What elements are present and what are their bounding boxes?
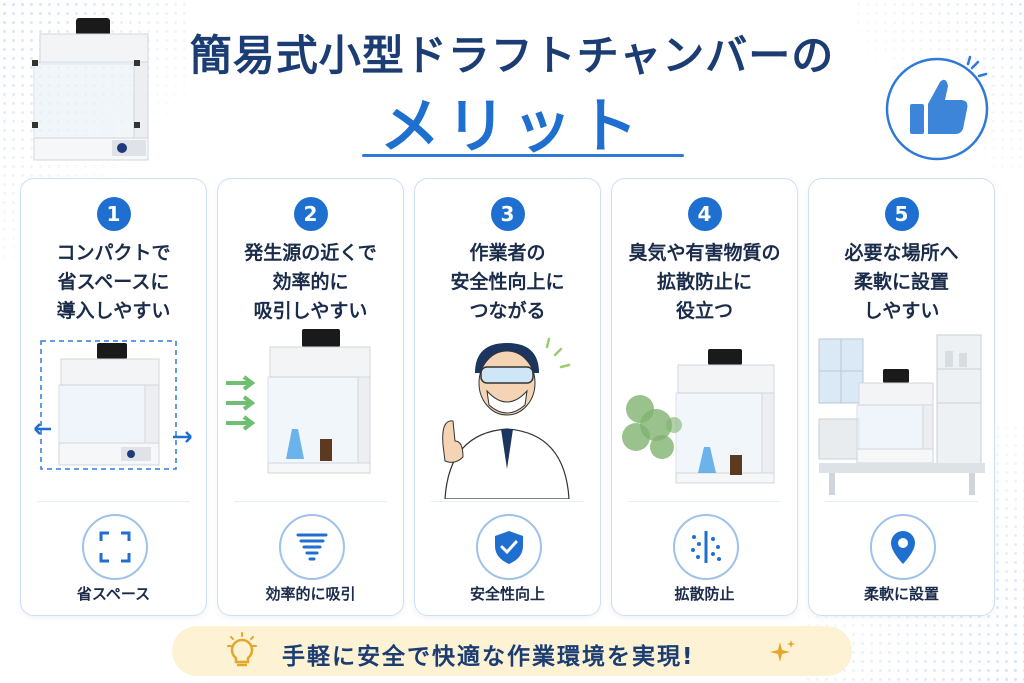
card-number: 2 xyxy=(293,197,328,231)
sparkle-icon xyxy=(770,640,795,662)
merit-card-1: 1 コンパクトで 省スペースに 導入しやすい 省スペース xyxy=(20,178,207,616)
card-title: コンパクトで 省スペースに 導入しやすい xyxy=(56,242,171,322)
lightbulb-icon xyxy=(227,632,257,667)
suction-hood-illustration xyxy=(226,329,371,474)
card-number: 3 xyxy=(490,197,525,231)
merit-card-5: 5 必要な場所へ 柔軟に設置 しやすい 柔軟に設置 xyxy=(808,178,995,616)
card-divider xyxy=(234,501,387,502)
card-label: 省スペース xyxy=(76,585,151,603)
merit-card-3: 3 作業者の 安全性向上に つながる 安全性向上 xyxy=(414,178,601,616)
page-title-line2: メリット xyxy=(380,92,644,162)
card-divider xyxy=(628,501,781,502)
compact-frame-icon xyxy=(81,514,148,580)
fume-containment-illustration xyxy=(622,349,775,484)
merit-card-4: 4 臭気や有害物質の 拡散防止に 役立つ 拡散防止 xyxy=(611,178,798,616)
card-label: 効率的に吸引 xyxy=(265,585,356,603)
lab-placement-illustration xyxy=(818,334,985,495)
merit-card-2: 2 発生源の近くで 効率的に 吸引しやすい 効率的に吸引 xyxy=(217,178,404,616)
card-label: 拡散防止 xyxy=(674,585,735,603)
hero-fume-hood-image xyxy=(32,18,149,161)
card-number: 4 xyxy=(687,197,722,231)
card-title: 必要な場所へ 柔軟に設置 しやすい xyxy=(844,242,959,322)
title-underline xyxy=(362,154,684,157)
shield-check-icon xyxy=(475,514,542,580)
worker-illustration xyxy=(442,337,571,499)
card-title: 作業者の 安全性向上に つながる xyxy=(450,242,565,322)
tornado-icon xyxy=(278,514,345,580)
banner-text: 手軽に安全で快適な作業環境を実現! xyxy=(282,644,695,670)
conclusion-banner: 手軽に安全で快適な作業環境を実現! xyxy=(172,626,852,676)
card-title: 発生源の近くで 効率的に 吸引しやすい xyxy=(244,242,377,322)
card-number: 1 xyxy=(96,197,131,231)
card-divider xyxy=(37,501,190,502)
card-number: 5 xyxy=(884,197,919,231)
diffusion-barrier-icon xyxy=(672,514,739,580)
map-pin-icon xyxy=(869,514,936,580)
card-divider xyxy=(431,501,584,502)
compact-hood-illustration xyxy=(34,340,192,470)
thumbs-up-icon xyxy=(885,55,989,161)
card-divider xyxy=(825,501,978,502)
page-title-line1: 簡易式小型ドラフトチャンバーの xyxy=(189,31,835,80)
card-label: 安全性向上 xyxy=(469,585,545,603)
card-title: 臭気や有害物質の 拡散防止に 役立つ xyxy=(628,242,781,322)
card-label: 柔軟に設置 xyxy=(863,585,939,603)
